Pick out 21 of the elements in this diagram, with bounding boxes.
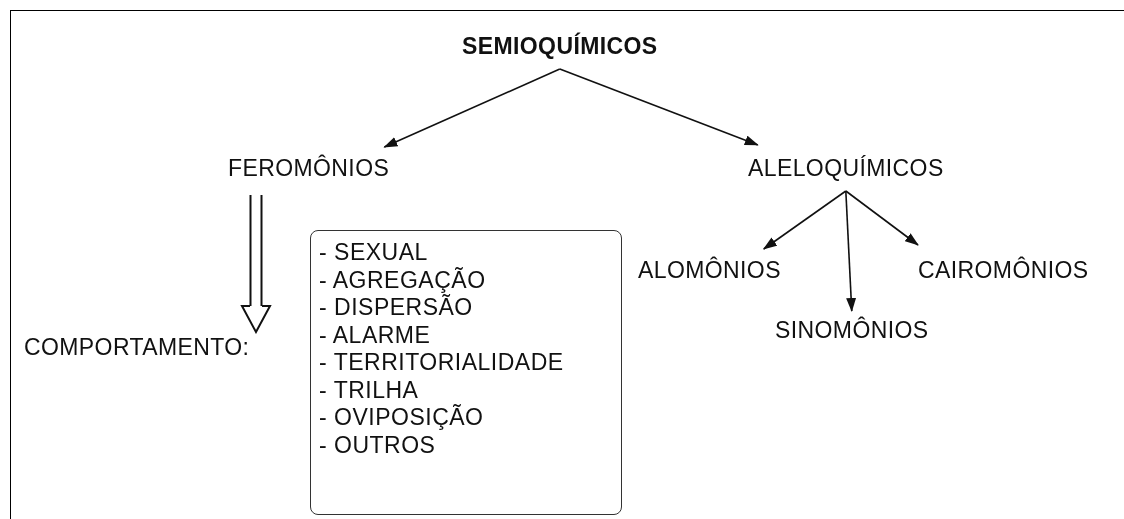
- list-item: - ALARME: [319, 321, 432, 349]
- arrow: [383, 68, 561, 148]
- list-item: - OVIPOSIÇÃO: [319, 404, 485, 432]
- category-label: COMPORTAMENTO:: [24, 334, 250, 360]
- category-label: SINOMÔNIOS: [775, 317, 929, 343]
- arrow: [845, 190, 857, 312]
- list-item: - TRILHA: [319, 376, 420, 404]
- arrow: [762, 190, 847, 250]
- category-label: ALELOQUÍMICOS: [748, 155, 944, 181]
- list-item: - TERRITORIALIDADE: [319, 349, 565, 377]
- list-item: - DISPERSÃO: [319, 294, 474, 322]
- list-item: - AGREGAÇÃO: [319, 266, 487, 294]
- title-label: SEMIOQUÍMICOS: [462, 33, 658, 59]
- list-item: - SEXUAL: [319, 239, 429, 267]
- list-box: [310, 230, 622, 515]
- category-label: ALOMÔNIOS: [638, 257, 781, 283]
- arrow: [845, 190, 919, 246]
- arrow: [559, 68, 759, 146]
- list-item: - OUTROS: [319, 431, 437, 459]
- category-label: CAIROMÔNIOS: [918, 257, 1089, 283]
- category-label: FEROMÔNIOS: [228, 155, 390, 181]
